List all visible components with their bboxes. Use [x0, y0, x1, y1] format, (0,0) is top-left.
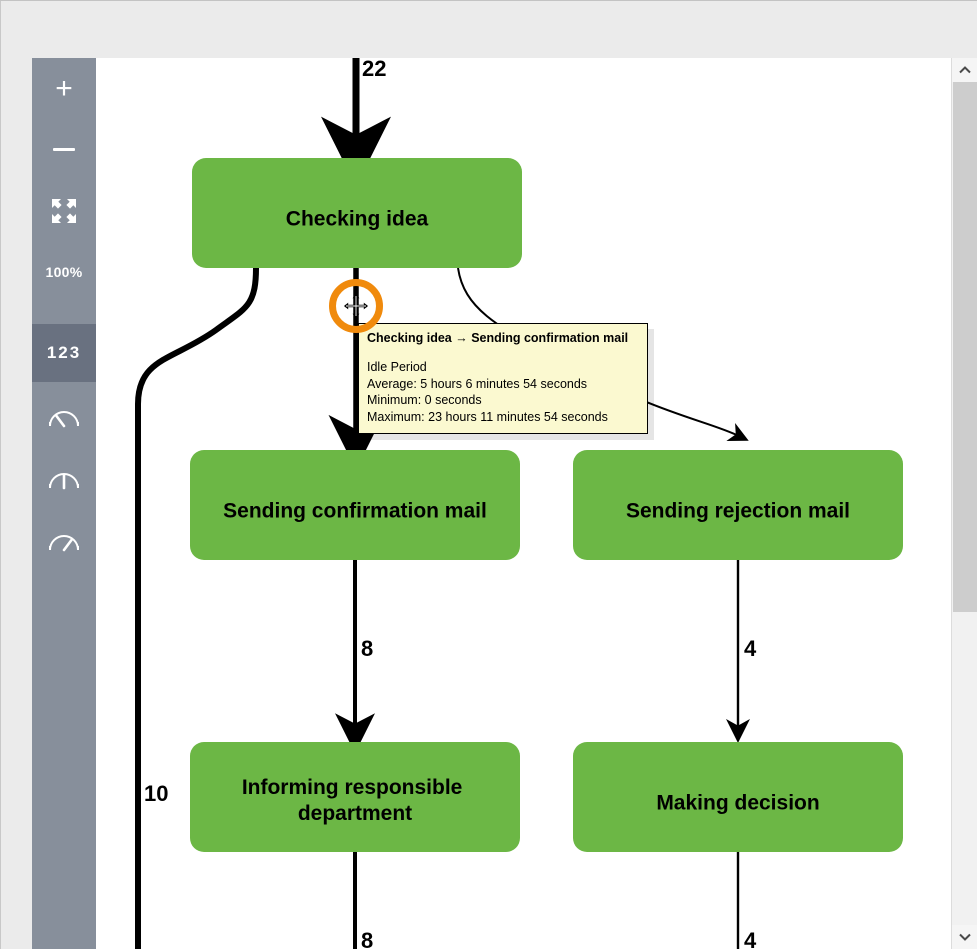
scroll-down-button[interactable]: [952, 925, 977, 949]
zoom-out-button[interactable]: [32, 119, 96, 180]
node-label: Checking idea: [286, 208, 429, 231]
vertical-scrollbar[interactable]: [951, 58, 977, 949]
tooltip-minimum: Minimum: 0 seconds: [367, 393, 482, 407]
tooltip-title: Checking idea → Sending confirmation mai…: [367, 331, 629, 345]
tooltip-average: Average: 5 hours 6 minutes 54 seconds: [367, 376, 588, 391]
edge-label-decision-out: 4: [744, 928, 757, 949]
edge-metrics-tooltip: Checking idea → Sending confirmation mai…: [358, 323, 648, 434]
zoom-in-button[interactable]: +: [32, 58, 96, 119]
numbers-toggle-button[interactable]: 123: [32, 324, 96, 382]
edge-drag-handle[interactable]: [329, 279, 383, 333]
page-border-left: [0, 0, 1, 949]
node-label: Sending rejection mail: [626, 500, 850, 523]
scroll-up-button[interactable]: [952, 58, 977, 82]
node-sending-rejection-mail[interactable]: Sending rejection mail: [573, 450, 903, 560]
gauge-low-button[interactable]: [32, 386, 96, 447]
fit-to-screen-button[interactable]: [32, 180, 96, 241]
gauge-high-icon: [49, 534, 79, 551]
diagram-toolbar: + 100% 123: [32, 58, 96, 949]
node-checking-idea[interactable]: Checking idea: [192, 158, 522, 268]
node-label: Sending confirmation mail: [223, 500, 487, 523]
chevron-up-icon: [958, 66, 971, 74]
edge-label-incoming: 22: [362, 58, 386, 81]
scrollbar-thumb[interactable]: [953, 82, 977, 612]
minus-icon: [53, 148, 75, 151]
zoom-level-label: 100%: [45, 263, 83, 280]
diagram-canvas[interactable]: Checking idea Sending confirmation mail …: [96, 58, 951, 949]
move-cursor-icon: [344, 294, 368, 318]
fullscreen-icon: [52, 198, 76, 223]
chevron-down-icon: [958, 933, 971, 941]
node-informing-responsible-department[interactable]: Informing responsible department: [190, 742, 520, 852]
gauge-high-button[interactable]: [32, 510, 96, 571]
gauge-low-icon: [49, 410, 79, 427]
tooltip-metric-name: Idle Period: [367, 360, 427, 374]
tooltip-maximum: Maximum: 23 hours 11 minutes 54 seconds: [367, 409, 608, 424]
node-label: Making decision: [656, 792, 819, 815]
edge-label-informing-out: 8: [361, 928, 373, 949]
gauge-mid-button[interactable]: [32, 448, 96, 509]
process-flow-diagram: Checking idea Sending confirmation mail …: [135, 58, 903, 949]
gauge-mid-icon: [49, 472, 79, 489]
edge-label-loopback: 10: [144, 781, 168, 806]
node-making-decision[interactable]: Making decision: [573, 742, 903, 852]
plus-icon: +: [55, 71, 73, 105]
node-sending-confirmation-mail[interactable]: Sending confirmation mail: [190, 450, 520, 560]
node-label: Informing responsible department: [242, 776, 468, 825]
edge-label-confirmation-to-informing: 8: [361, 636, 373, 661]
numbers-icon: 123: [46, 343, 82, 362]
edge-loopback-left: [135, 267, 259, 949]
zoom-level-indicator[interactable]: 100%: [32, 241, 96, 302]
page-border-top: [0, 0, 977, 1]
edge-label-rejection-to-decision: 4: [744, 636, 757, 661]
